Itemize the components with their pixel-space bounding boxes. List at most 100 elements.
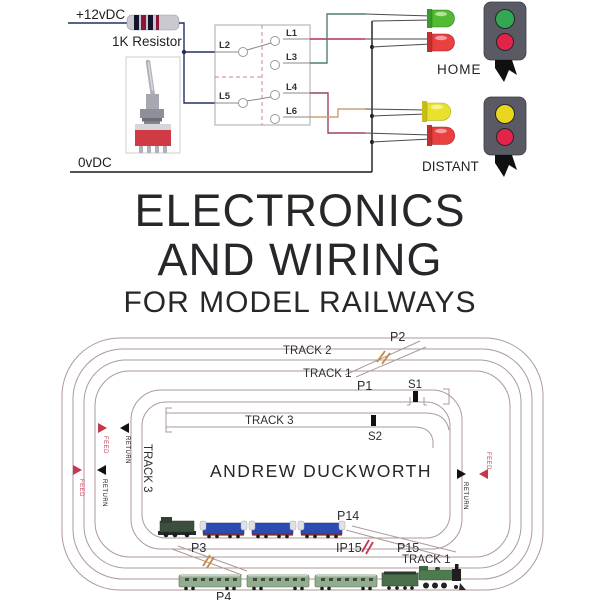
led-leads (364, 13, 432, 143)
insulated-joint-red (361, 539, 374, 555)
p3-label: P3 (191, 541, 206, 555)
track3-side-label: TRACK 3 (141, 444, 153, 493)
switch-washer (144, 121, 160, 125)
return-arrow-icon (457, 469, 466, 479)
relay-contact-box: L2 L5 L1 L3 L4 L6 (214, 24, 311, 126)
s2-label: S2 (368, 431, 382, 443)
resistor-band (156, 15, 159, 30)
signal-red-lamp (496, 128, 514, 146)
ip15-label: IP15 (336, 541, 362, 555)
switch-washer (142, 118, 162, 122)
resistor-band (134, 15, 139, 30)
home-label: HOME (437, 62, 482, 77)
p1-section-marks (407, 388, 450, 406)
wire-l3-green-home (310, 13, 365, 64)
supply-negative-label: 0vDC (78, 155, 112, 170)
return-label: RETURN (462, 482, 468, 510)
track1-top-label: TRACK 1 (303, 368, 352, 380)
track-plan: FEED RETURN FEED RETURN RETURN FEED TRAC… (61, 330, 544, 600)
track3-band-label: TRACK 3 (245, 415, 294, 427)
terminal-l4-label: L4 (286, 82, 298, 93)
author-name: ANDREW DUCKWORTH (210, 461, 432, 481)
green-coach (246, 574, 310, 591)
terminal-l6-label: L6 (286, 106, 297, 117)
track-loops (61, 337, 544, 591)
supply-positive-label: +12vDC (76, 7, 125, 22)
title-line-3: FOR MODEL RAILWAYS (123, 286, 477, 319)
wire-l6-yellow-distant (310, 108, 365, 118)
signal-red-lamp (496, 33, 514, 51)
contact-stubs (215, 38, 310, 118)
p2-crossover (344, 340, 427, 378)
red-led-home (427, 32, 455, 52)
return-arrow-icon (120, 423, 129, 433)
signal-ribbon (495, 155, 517, 177)
passenger-train (178, 564, 466, 591)
resistor-band (148, 15, 153, 30)
resistor-band (141, 15, 146, 30)
switch-bushing (146, 94, 159, 109)
blue-wagon (199, 520, 248, 539)
p2-label: P2 (390, 330, 405, 344)
switch-pins (139, 146, 167, 153)
return-label: RETURN (124, 436, 130, 464)
track3-siding (165, 407, 450, 448)
home-signal (483, 1, 527, 82)
blue-wagon (297, 520, 346, 539)
green-coach (314, 574, 378, 591)
diesel-shunter (158, 517, 196, 538)
p15-label: P15 (397, 541, 419, 555)
blue-wagon (248, 520, 297, 539)
book-title: ELECTRONICS AND WIRING FOR MODEL RAILWAY… (0, 186, 600, 323)
feed-label: FEED (102, 436, 108, 454)
signal-s1-marker (413, 391, 418, 402)
insulated-joint-tan (376, 350, 391, 365)
wiring-diagram: +12vDC 0vDC 1K Resistor (68, 1, 527, 177)
s1-label: S1 (408, 379, 422, 391)
toggle-switch-photo (125, 56, 181, 154)
freight-train (158, 517, 346, 539)
resistor (126, 14, 180, 31)
positive-feed-wires (179, 22, 215, 104)
feed-label: FEED (485, 452, 491, 470)
track1-bottom-label: TRACK 1 (402, 554, 451, 566)
p3-turnout (171, 545, 248, 576)
distant-signal (483, 96, 527, 177)
terminal-l1-label: L1 (286, 28, 298, 39)
red-led-distant (427, 125, 455, 146)
switch-lever-highlight (147, 62, 154, 91)
feed-return-arrows: FEED RETURN FEED RETURN RETURN FEED (73, 423, 491, 510)
terminal-l3-label: L3 (286, 52, 297, 63)
p4-label: P4 (216, 590, 231, 600)
insulated-joint-tan (202, 554, 215, 569)
contact-circles (238, 36, 280, 124)
feed-arrow-icon (479, 469, 488, 479)
return-label: RETURN (101, 479, 107, 507)
title-line-2: AND WIRING (157, 234, 443, 285)
feed-arrow-icon (73, 465, 82, 475)
wire-l4-red-distant (310, 92, 365, 134)
green-coach (178, 574, 242, 591)
wire-junction-dot (181, 49, 187, 55)
steam-locomotive (418, 564, 466, 590)
terminal-l2-label: L2 (219, 40, 230, 51)
switch-nut (140, 109, 164, 118)
green-led (427, 9, 455, 28)
switch-body-top (135, 124, 171, 130)
resistor-label: 1K Resistor (112, 34, 182, 49)
return-arrow-icon (97, 465, 106, 475)
signal-ribbon (495, 60, 517, 82)
feed-label: FEED (78, 479, 84, 497)
feed-arrow-icon (98, 423, 107, 433)
signal-yellow-lamp (495, 104, 515, 124)
distant-label: DISTANT (422, 159, 479, 174)
p15-turnout (345, 525, 457, 559)
steam-loco-tender (381, 571, 419, 590)
signal-s2-marker (371, 415, 376, 426)
signal-green-lamp (495, 9, 515, 29)
terminal-l5-label: L5 (219, 91, 231, 102)
yellow-led-distant (422, 101, 451, 122)
title-line-1: ELECTRONICS (134, 185, 466, 236)
track2-label: TRACK 2 (283, 345, 332, 357)
